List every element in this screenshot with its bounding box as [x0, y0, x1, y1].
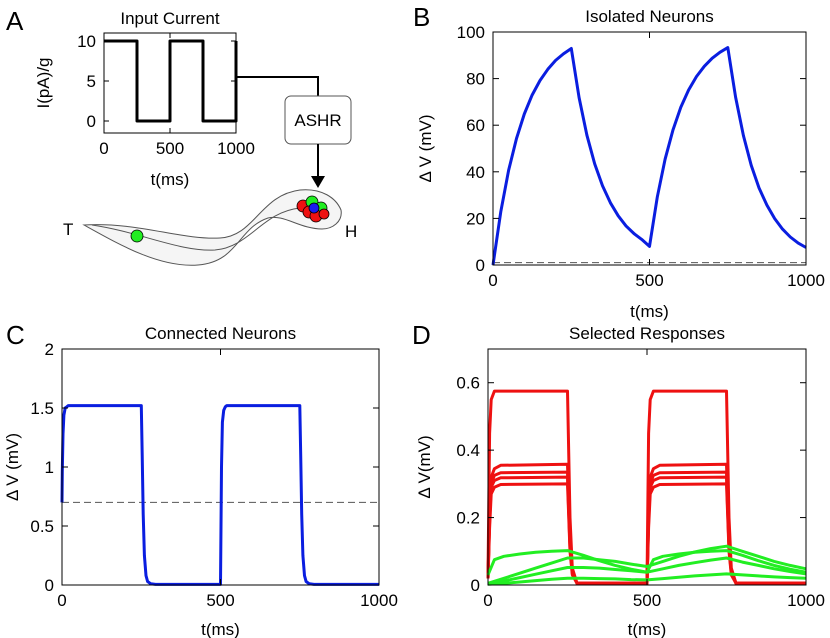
series-line-1 [491, 46, 807, 266]
y-tick-label: 0 [45, 576, 54, 595]
x-tick-label: 500 [633, 591, 661, 610]
y-tick-label: 5 [87, 72, 96, 91]
series-line-8 [487, 556, 807, 585]
x-axis-label: t(ms) [628, 620, 667, 638]
chart-title: Input Current [120, 9, 219, 28]
y-tick-label: 1.5 [30, 399, 54, 418]
y-tick-label: 1 [45, 458, 54, 477]
y-axis-label: Δ V(mV) [415, 435, 434, 498]
y-tick-label: 2 [45, 340, 54, 359]
tail-label: T [63, 220, 73, 239]
x-axis-label: t(ms) [151, 170, 190, 189]
y-tick-label: 0 [87, 112, 96, 131]
x-tick-label: 1000 [787, 591, 825, 610]
plot-area [493, 32, 806, 265]
x-tick-label: 500 [156, 139, 184, 158]
y-tick-label: 0.5 [30, 517, 54, 536]
y-tick-label: 80 [466, 70, 485, 89]
y-axis-label: Δ V (mV) [3, 433, 22, 501]
panel-letter-b: B [413, 2, 430, 32]
isolated-neurons-chart: 0 500 1000 0 20 40 60 80 100 Isolated Neurons t(ms… [416, 7, 825, 321]
selected-responses-chart: 0 500 1000 0 0.2 0.4 0.6 Selected Responses t(ms… [415, 324, 825, 638]
head-label: H [345, 222, 357, 241]
input-current-chart: 0 500 1000 0 5 10 Input Current t(ms) I(pA)/g [34, 9, 255, 189]
y-axis-label: I(pA)/g [34, 57, 53, 108]
y-tick-label: 0.4 [456, 441, 480, 460]
chart-title: Selected Responses [569, 324, 725, 343]
x-axis-label: t(ms) [201, 620, 240, 638]
y-tick-label: 40 [466, 163, 485, 182]
connector-line [236, 76, 319, 96]
panel-letter-d: D [412, 320, 431, 350]
y-tick-label: 0.2 [456, 509, 480, 528]
x-tick-label: 0 [488, 271, 497, 290]
x-tick-label: 1000 [217, 139, 255, 158]
x-tick-label: 500 [206, 591, 234, 610]
x-tick-label: 1000 [360, 591, 398, 610]
series-line-1 [104, 39, 238, 123]
y-tick-label: 0 [471, 576, 480, 595]
series-line-7 [487, 544, 807, 585]
x-tick-label: 1000 [787, 271, 825, 290]
x-tick-label: 0 [483, 591, 492, 610]
chart-title: Connected Neurons [145, 324, 296, 343]
y-tick-label: 60 [466, 116, 485, 135]
ashr-label: ASHR [294, 111, 341, 130]
panel-letter-a: A [6, 6, 24, 36]
y-tick-label: 20 [466, 209, 485, 228]
neuron-tail [130, 229, 144, 243]
neuron-head [308, 202, 320, 214]
y-tick-label: 100 [457, 23, 485, 42]
schematic: ASHR T H [63, 76, 357, 266]
y-tick-label: 0.6 [456, 374, 480, 393]
worm-body [82, 189, 342, 266]
panel-letter-c: C [6, 320, 25, 350]
chart-title: Isolated Neurons [585, 7, 714, 26]
x-axis-label: t(ms) [630, 302, 669, 321]
connected-neurons-chart: 0 500 1000 0 0.5 1 1.5 2 Connected Neurons t(ms) Δ… [3, 324, 398, 638]
y-tick-label: 10 [77, 32, 96, 51]
x-tick-label: 0 [99, 139, 108, 158]
x-tick-label: 500 [635, 271, 663, 290]
y-tick-label: 0 [476, 256, 485, 275]
y-axis-label: Δ V (mV) [416, 114, 435, 182]
arrow-head [311, 176, 325, 188]
x-tick-label: 0 [57, 591, 66, 610]
neuron-head [318, 208, 330, 220]
